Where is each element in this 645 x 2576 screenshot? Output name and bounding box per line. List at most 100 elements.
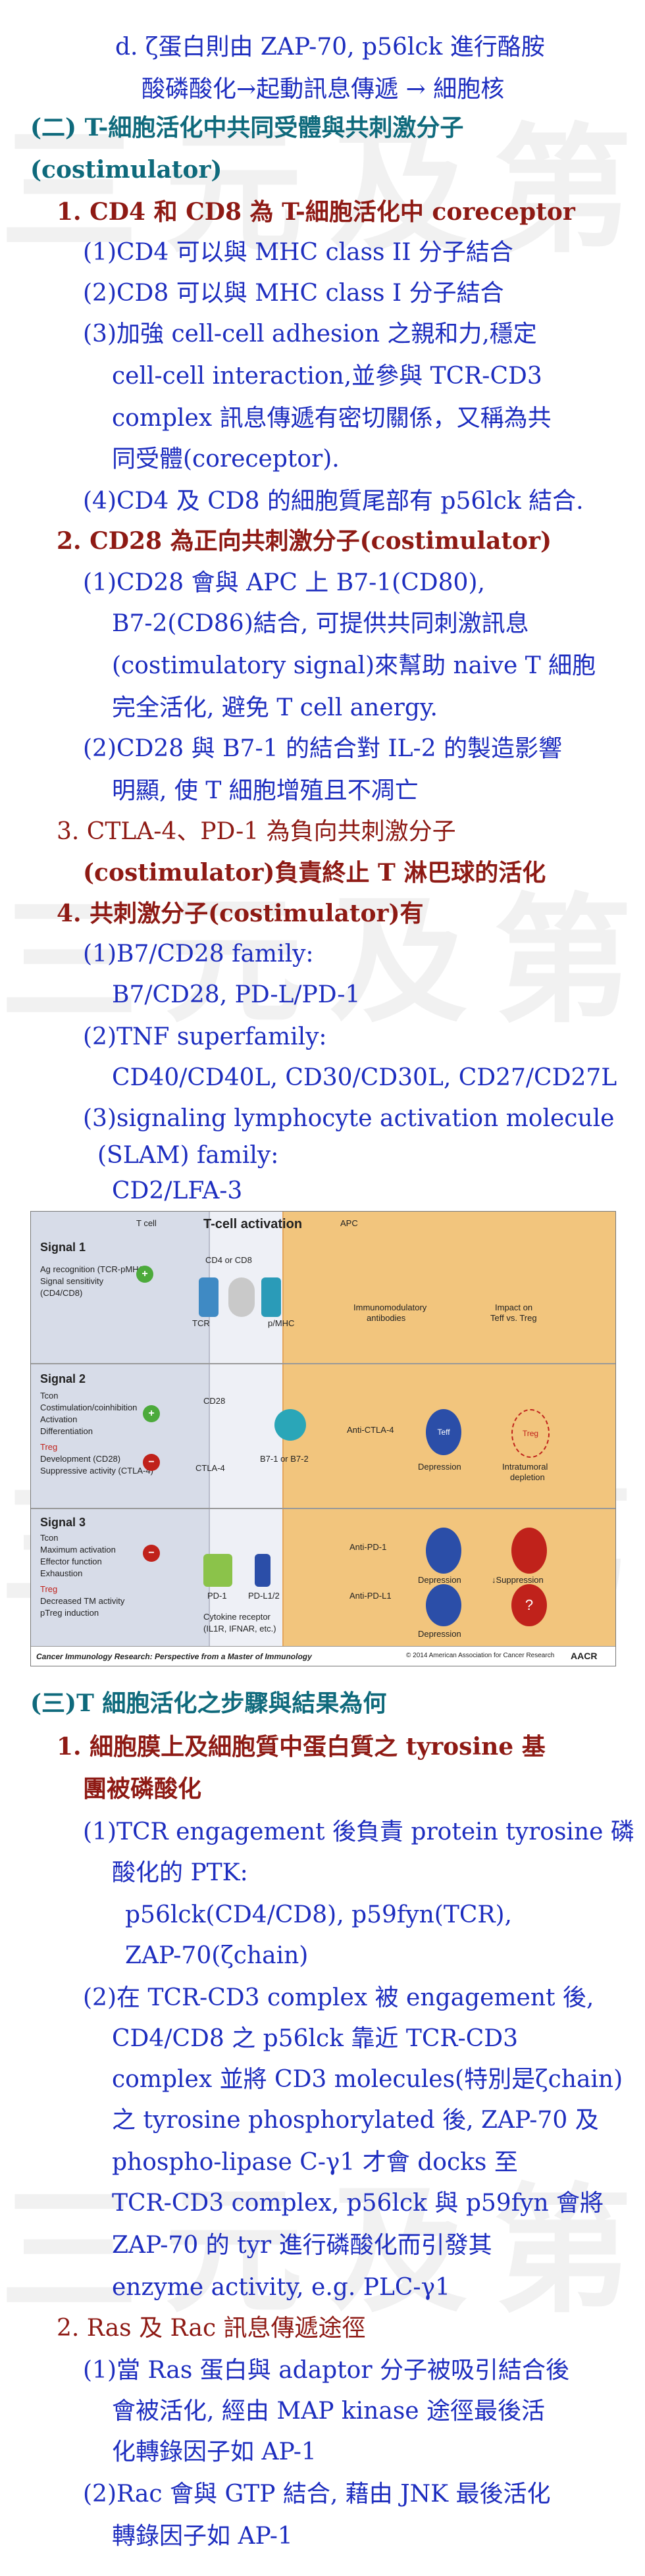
text-line: 明顯, 使 T 細胞增殖且不凋亡 (112, 777, 419, 804)
figure-text: p/MHC (268, 1318, 295, 1328)
text-line: 團被磷酸化 (83, 1775, 202, 1803)
figure-text: Exhaustion (40, 1568, 83, 1578)
signal-3-label: Signal 3 (40, 1516, 86, 1529)
figure-text: Signal sensitivity (40, 1276, 104, 1286)
figure-text: PD-L1/2 (248, 1591, 280, 1601)
signal-2-label: Signal 2 (40, 1372, 86, 1385)
text-line: 之 tyrosine phosphorylated 後, ZAP-70 及 (112, 2107, 599, 2134)
mhc-shape (261, 1277, 281, 1317)
figure-text: Costimulation/coinhibition (40, 1403, 138, 1412)
text-line: 同受體(coreceptor). (112, 446, 340, 473)
text-line: cell-cell interaction,並參與 TCR-CD3 (112, 363, 542, 390)
figure-text: Treg (40, 1584, 58, 1594)
figure-caption: Cancer Immunology Research: Perspective … (36, 1652, 312, 1661)
figure-text: Depression (418, 1462, 461, 1472)
tcr-shape (199, 1277, 219, 1317)
figure-text: Anti-CTLA-4 (347, 1425, 394, 1435)
figure-text: CTLA-4 (195, 1463, 225, 1473)
text-line: 酸磷酸化→起動訊息傳遞 → 細胞核 (142, 76, 505, 103)
figure-text: Depression (418, 1575, 461, 1585)
text-line: ZAP-70(ζchain) (125, 1942, 309, 1969)
figure-text: Depression (418, 1629, 461, 1639)
subsection-heading: 4. 共刺激分子(costimulator)有 (57, 900, 424, 927)
figure-text: Anti-PD-L1 (349, 1591, 392, 1601)
section-heading: (二) T-細胞活化中共同受體與共刺激分子 (30, 114, 464, 142)
t-cell-activation-figure: T cell T-cell activation APC Signal 1 Ag… (30, 1211, 616, 1666)
figure-text: Ag recognition (TCR-pMHC) (40, 1264, 148, 1274)
text-line: (3)signaling lymphocyte activation molec… (83, 1105, 615, 1132)
figure-text: Differentiation (40, 1426, 93, 1436)
teff-cell: Teff (426, 1409, 461, 1455)
figure-text: PD-1 (207, 1591, 227, 1601)
text-line: phospho-lipase C-γ1 才會 docks 至 (112, 2149, 518, 2176)
text-line: 轉錄因子如 AP-1 (112, 2523, 293, 2550)
text-line: (2)TNF superfamily: (83, 1023, 327, 1050)
text-line: complex 訊息傳遞有密切關係，又稱為共 (112, 405, 552, 432)
teff-cell (426, 1584, 461, 1626)
text-line: (4)CD4 及 CD8 的細胞質尾部有 p56lck 結合. (83, 488, 584, 515)
b7-shape (274, 1409, 306, 1441)
text-line: (1)CD4 可以與 MHC class II 分子結合 (83, 239, 513, 266)
minus-icon: − (143, 1454, 160, 1471)
figure-text: ↓Suppression (492, 1575, 544, 1585)
text-line: CD40/CD40L, CD30/CD30L, CD27/CD27L (112, 1064, 617, 1091)
t-cell-region (31, 1212, 228, 1646)
subsection-heading: 1. CD4 和 CD8 為 T-細胞活化中 coreceptor (57, 198, 575, 226)
text-line: 完全活化, 避免 T cell anergy. (112, 694, 438, 721)
figure-text: Tcon (40, 1391, 59, 1401)
subsection-heading: 3. CTLA-4、PD-1 為負向共刺激分子 (57, 818, 456, 845)
text-line: enzyme activity, e.g. PLC-γ1 (112, 2274, 450, 2301)
text-line: ZAP-70 的 tyr 進行磷酸化而引發其 (112, 2232, 492, 2259)
aacr-logo: AACR (571, 1651, 598, 1661)
text-line: d. ζ蛋白則由 ZAP-70, p56lck 進行酪胺 (115, 34, 545, 61)
figure-text: Development (CD28) (40, 1454, 121, 1464)
figure-text: Tcon (40, 1533, 59, 1543)
text-line: (1)當 Ras 蛋白與 adaptor 分子被吸引結合後 (83, 2357, 570, 2384)
text-line: (1)TCR engagement 後負責 protein tyrosine 磷 (83, 1818, 634, 1845)
figure-text: Treg (40, 1442, 58, 1452)
treg-cell: Treg (511, 1409, 550, 1458)
section-heading: (三)T 細胞活化之步驟與結果為何 (30, 1689, 387, 1717)
plus-icon: + (136, 1266, 153, 1283)
text-line: 化轉錄因子如 AP-1 (112, 2438, 317, 2465)
text-line: CD2/LFA-3 (112, 1177, 243, 1204)
figure-text: CD4 or CD8 (205, 1255, 252, 1265)
treg-cell: ? (511, 1584, 547, 1626)
figure-footer: Cancer Immunology Research: Perspective … (31, 1646, 615, 1666)
text-line: (2)在 TCR-CD3 complex 被 engagement 後, (83, 1984, 594, 2011)
subsection-heading: 2. CD28 為正向共刺激分子(costimulator) (57, 527, 552, 555)
figure-text: Teff vs. Treg (490, 1313, 537, 1323)
figure-text: TCR (192, 1318, 210, 1328)
text-line: (SLAM) family: (97, 1142, 279, 1169)
figure-text: Intratumoral (502, 1462, 548, 1472)
figure-text: antibodies (367, 1313, 406, 1323)
text-line: complex 並將 CD3 molecules(特別是ζchain) (112, 2066, 623, 2093)
figure-text: Anti-PD-1 (349, 1542, 387, 1552)
text-line: (costimulator)負責終止 T 淋巴球的活化 (83, 859, 546, 887)
figure-text: pTreg induction (40, 1608, 99, 1618)
text-line: (3)加強 cell-cell adhesion 之親和力,穩定 (83, 321, 537, 348)
figure-text: Cytokine receptor (203, 1612, 271, 1622)
figure-text: Activation (40, 1414, 78, 1424)
subsection-heading: 1. 細胞膜上及細胞質中蛋白質之 tyrosine 基 (57, 1733, 546, 1761)
text-line: B7/CD28, PD-L/PD-1 (112, 981, 361, 1008)
plus-icon: + (143, 1405, 160, 1422)
text-line: (2)Rac 會與 GTP 結合, 藉由 JNK 最後活化 (83, 2481, 551, 2508)
divider (31, 1363, 615, 1364)
figure-text: (CD4/CD8) (40, 1288, 83, 1298)
teff-cell (426, 1528, 461, 1574)
text-line: 酸化的 PTK: (112, 1859, 248, 1886)
figure-text: Impact on (495, 1302, 533, 1312)
figure-text: Effector function (40, 1557, 102, 1566)
text-line: (2)CD28 與 B7-1 的結合對 IL-2 的製造影響 (83, 735, 563, 762)
text-line: TCR-CD3 complex, p56lck 與 p59fyn 會將 (112, 2190, 604, 2217)
text-line: (costimulatory signal)來幫助 naive T 細胞 (112, 652, 596, 679)
treg-cell (511, 1528, 547, 1574)
figure-text: Immunomodulatory (353, 1302, 427, 1312)
signal-1-label: Signal 1 (40, 1241, 86, 1254)
apc-label: APC (340, 1218, 358, 1228)
minus-icon: − (143, 1545, 160, 1562)
subsection-heading: 2. Ras 及 Rac 訊息傳遞途徑 (57, 2315, 366, 2342)
figure-copyright: © 2014 American Association for Cancer R… (406, 1652, 555, 1659)
